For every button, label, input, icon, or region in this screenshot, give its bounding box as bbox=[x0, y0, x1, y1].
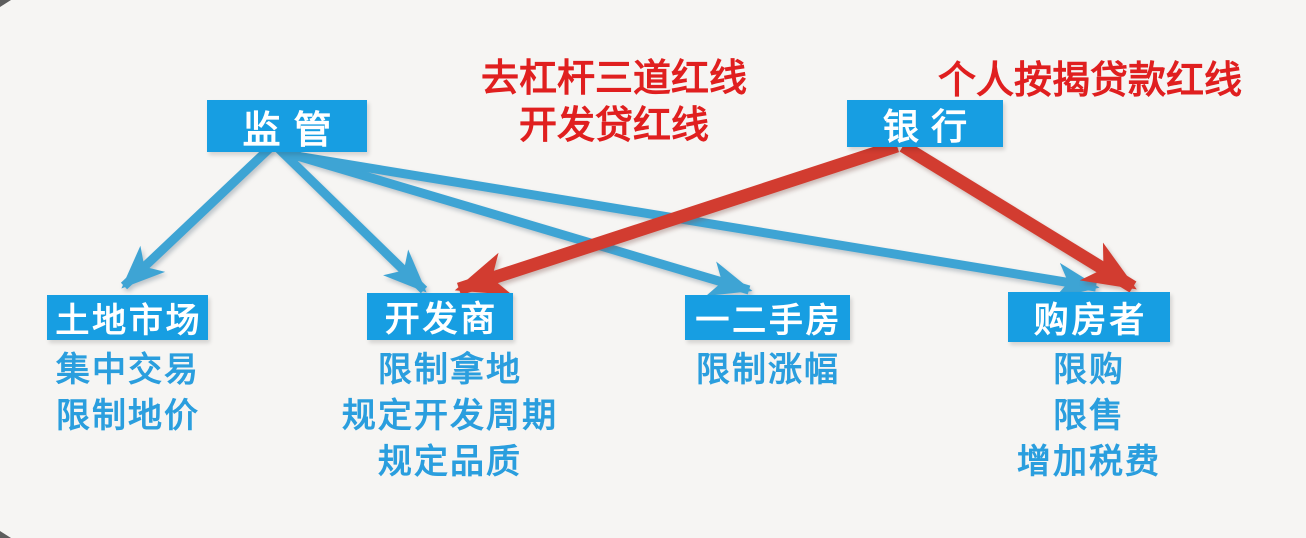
developer-measures: 限制拿地 规定开发周期 规定品质 bbox=[300, 347, 600, 485]
land-market-measures: 集中交易 限制地价 bbox=[0, 347, 278, 439]
arrow-regulator-to-land-market bbox=[120, 142, 276, 290]
arrow-regulator-to-housing bbox=[282, 147, 753, 296]
annotation-deleverage-line2: 开发贷红线 bbox=[518, 105, 709, 147]
measure-item: 增加税费 bbox=[1016, 443, 1162, 481]
annotation-mortgage-red-line: 个人按揭贷款红线 bbox=[923, 58, 1257, 105]
measure-item: 限售 bbox=[1052, 397, 1126, 435]
housing-measures: 限制涨幅 bbox=[618, 347, 918, 393]
arrow-regulator-to-homebuyer bbox=[289, 150, 1100, 299]
node-land-market: 土地市场 bbox=[47, 295, 208, 340]
corner-artifact-top-left bbox=[0, 0, 11, 7]
node-homebuyer: 购房者 bbox=[1008, 292, 1170, 342]
measure-item: 集中交易 bbox=[55, 351, 201, 389]
node-homebuyer-label: 购房者 bbox=[1033, 300, 1148, 340]
node-housing-label: 一二手房 bbox=[695, 302, 843, 340]
measure-item: 限制涨幅 bbox=[695, 351, 841, 389]
annotation-deleverage-line1: 去杠杆三道红线 bbox=[480, 58, 747, 100]
measure-item: 限制拿地 bbox=[377, 351, 523, 389]
arrow-bank-to-developer bbox=[454, 139, 900, 296]
measure-item: 限制地价 bbox=[55, 397, 201, 435]
annotation-mortgage-text: 个人按揭贷款红线 bbox=[937, 60, 1242, 102]
measure-item: 规定品质 bbox=[377, 443, 523, 481]
node-housing: 一二手房 bbox=[685, 295, 850, 340]
measure-item: 规定开发周期 bbox=[341, 397, 559, 435]
node-developer: 开发商 bbox=[367, 293, 513, 340]
node-regulator-label: 监管 bbox=[242, 109, 345, 152]
node-regulator: 监管 bbox=[207, 100, 367, 152]
node-bank-label: 银行 bbox=[882, 105, 980, 147]
arrow-bank-to-homebuyer bbox=[899, 140, 1137, 293]
homebuyer-measures: 限购 限售 增加税费 bbox=[939, 347, 1239, 485]
node-developer-label: 开发商 bbox=[384, 300, 499, 339]
measure-item: 限购 bbox=[1052, 351, 1126, 389]
red-arrow-group bbox=[454, 139, 1137, 296]
annotation-deleverage-red-lines: 去杠杆三道红线 开发贷红线 bbox=[454, 56, 774, 150]
arrow-regulator-to-developer bbox=[274, 144, 428, 294]
node-bank: 银行 bbox=[847, 100, 1003, 147]
node-land-market-label: 土地市场 bbox=[55, 302, 203, 340]
corner-artifact-bottom-left bbox=[0, 531, 11, 538]
blue-arrow-group bbox=[120, 142, 1100, 299]
